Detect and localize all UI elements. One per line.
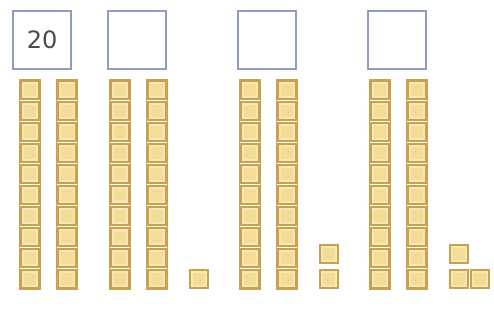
- ten-rod-cube: [147, 143, 167, 163]
- ten-rod-cube: [370, 101, 390, 121]
- ten-rod-cube: [20, 206, 40, 226]
- answer-value: 20: [27, 26, 58, 54]
- ten-rod-cube: [407, 143, 427, 163]
- ten-rod-cube: [277, 248, 297, 268]
- ten-rod-cube: [110, 80, 130, 100]
- one-cube: [319, 269, 339, 289]
- ten-rod-cube: [277, 80, 297, 100]
- ten-rod-cube: [407, 206, 427, 226]
- ten-rod-cube: [110, 206, 130, 226]
- ten-rod-cube: [147, 227, 167, 247]
- ten-rod-cube: [20, 269, 40, 289]
- ten-rod-cube: [407, 227, 427, 247]
- ten-rod-cube: [20, 185, 40, 205]
- ten-rod-cube: [240, 206, 260, 226]
- ten-rod-cube: [370, 248, 390, 268]
- ten-rod-cube: [20, 122, 40, 142]
- ten-rod-cube: [20, 248, 40, 268]
- ten-rod-cube: [277, 143, 297, 163]
- ten-rod-cube: [240, 80, 260, 100]
- ten-rod-cube: [370, 80, 390, 100]
- ten-rod-cube: [407, 101, 427, 121]
- ten-rod-cube: [147, 269, 167, 289]
- ten-rod-cube: [277, 122, 297, 142]
- ten-rod-cube: [147, 80, 167, 100]
- one-cube: [189, 269, 209, 289]
- answer-box-4[interactable]: [367, 10, 427, 70]
- ten-rod-cube: [370, 164, 390, 184]
- ten-rod-cube: [240, 269, 260, 289]
- ten-rod-cube: [277, 227, 297, 247]
- ten-rod-cube: [370, 206, 390, 226]
- ten-rod-cube: [407, 164, 427, 184]
- ten-rod-cube: [370, 269, 390, 289]
- ten-rod-cube: [240, 122, 260, 142]
- ten-rod-cube: [147, 206, 167, 226]
- ten-rod-cube: [240, 101, 260, 121]
- ten-rod-cube: [57, 227, 77, 247]
- ten-rod-cube: [147, 164, 167, 184]
- ten-rod-cube: [147, 248, 167, 268]
- ten-rod-cube: [240, 248, 260, 268]
- ten-rod-cube: [240, 227, 260, 247]
- ten-rod-cube: [147, 101, 167, 121]
- ten-rod-cube: [370, 143, 390, 163]
- ten-rod-cube: [277, 164, 297, 184]
- ten-rod-cube: [20, 227, 40, 247]
- ten-rod-cube: [407, 269, 427, 289]
- ten-rod-cube: [110, 122, 130, 142]
- ten-rod-cube: [57, 122, 77, 142]
- one-cube: [449, 269, 469, 289]
- answer-box-2[interactable]: [107, 10, 167, 70]
- ten-rod-cube: [240, 185, 260, 205]
- ten-rod-cube: [110, 185, 130, 205]
- ten-rod-cube: [57, 185, 77, 205]
- ten-rod-cube: [407, 122, 427, 142]
- ten-rod-cube: [240, 164, 260, 184]
- ten-rod-cube: [277, 269, 297, 289]
- ten-rod-cube: [110, 143, 130, 163]
- one-cube: [319, 244, 339, 264]
- ten-rod-cube: [277, 206, 297, 226]
- ten-rod-cube: [407, 80, 427, 100]
- ten-rod-cube: [147, 122, 167, 142]
- ten-rod-cube: [407, 248, 427, 268]
- ten-rod-cube: [57, 164, 77, 184]
- ten-rod-cube: [277, 101, 297, 121]
- ten-rod-cube: [20, 143, 40, 163]
- ten-rod-cube: [57, 269, 77, 289]
- ten-rod-cube: [20, 80, 40, 100]
- ten-rod-cube: [110, 269, 130, 289]
- ten-rod-cube: [147, 185, 167, 205]
- ten-rod-cube: [57, 143, 77, 163]
- one-cube: [449, 244, 469, 264]
- ten-rod-cube: [57, 248, 77, 268]
- ten-rod-cube: [110, 101, 130, 121]
- one-cube: [470, 269, 490, 289]
- ten-rod-cube: [370, 227, 390, 247]
- ten-rod-cube: [57, 80, 77, 100]
- ten-rod-cube: [20, 101, 40, 121]
- ten-rod-cube: [277, 185, 297, 205]
- answer-box-3[interactable]: [237, 10, 297, 70]
- answer-box-1[interactable]: 20: [12, 10, 72, 70]
- ten-rod-cube: [370, 185, 390, 205]
- ten-rod-cube: [20, 164, 40, 184]
- ten-rod-cube: [370, 122, 390, 142]
- ten-rod-cube: [240, 143, 260, 163]
- ten-rod-cube: [57, 101, 77, 121]
- ten-rod-cube: [110, 227, 130, 247]
- ten-rod-cube: [57, 206, 77, 226]
- ten-rod-cube: [110, 248, 130, 268]
- ten-rod-cube: [110, 164, 130, 184]
- ten-rod-cube: [407, 185, 427, 205]
